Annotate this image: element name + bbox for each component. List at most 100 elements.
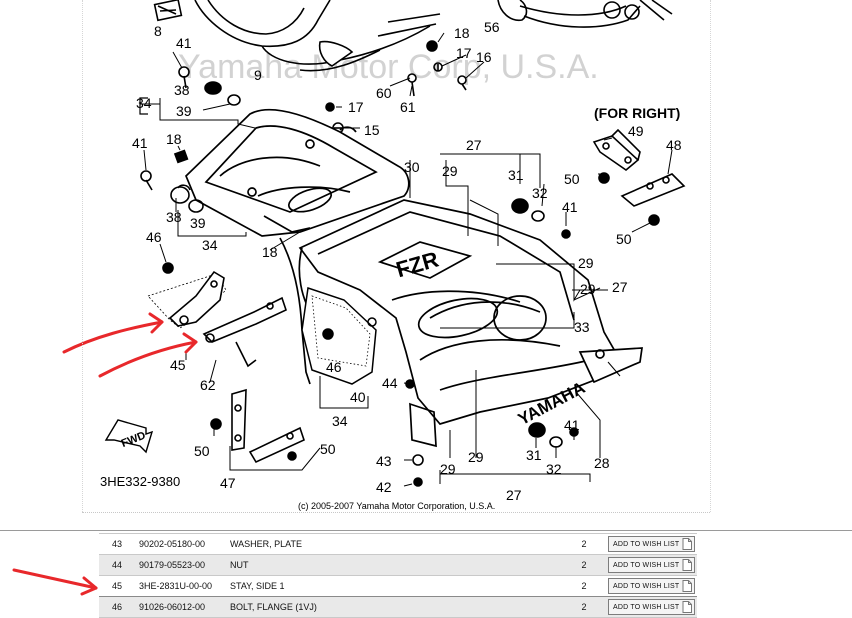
callout-46: 46 (326, 359, 342, 375)
callout-62: 62 (200, 377, 216, 393)
action-cell: ADD TO WISH LIST (602, 575, 697, 597)
callout-41: 41 (562, 199, 578, 215)
callout-17: 17 (348, 99, 364, 115)
callout-56: 56 (484, 19, 500, 35)
callout-39: 39 (176, 103, 192, 119)
ref-number: 44 (99, 554, 135, 576)
callout-numbers: 8 9 56 18 17 16 41 38 39 34 60 61 17 15 … (100, 19, 682, 511)
inner-panel-art (301, 287, 377, 385)
callout-16: 16 (476, 49, 492, 65)
callout-41: 41 (176, 35, 192, 51)
callout-17: 17 (456, 45, 472, 61)
callout-42: 42 (376, 479, 392, 495)
callout-50: 50 (616, 231, 632, 247)
document-icon (682, 580, 693, 592)
callout-27: 27 (466, 137, 482, 153)
diagram-frame-left (82, 0, 83, 512)
callout-45: 45 (170, 357, 186, 373)
wish-button-label: ADD TO WISH LIST (613, 603, 680, 611)
callout-50: 50 (564, 171, 580, 187)
callout-9: 9 (254, 67, 262, 83)
callout-29: 29 (442, 163, 458, 179)
quantity: 2 (566, 554, 602, 576)
drawing-number: 3HE332-9380 (100, 474, 180, 489)
callout-49: 49 (628, 123, 644, 139)
callout-44: 44 (382, 375, 398, 391)
callout-29: 29 (468, 449, 484, 465)
callout-41: 41 (564, 417, 580, 433)
callout-60: 60 (376, 85, 392, 101)
callout-18: 18 (262, 244, 278, 260)
callout-31: 31 (526, 447, 542, 463)
annotation-arrows (62, 312, 198, 378)
top-parts-art (139, 0, 673, 134)
callout-33: 33 (574, 319, 590, 335)
callout-48: 48 (666, 137, 682, 153)
callout-18: 18 (166, 131, 182, 147)
forward-arrow-icon: FWD (104, 419, 154, 454)
callout-41: 41 (132, 135, 148, 151)
callout-38: 38 (166, 209, 182, 225)
ref-number: 45 (99, 575, 135, 597)
watermark-text: Yamaha Motor Corp, U.S.A. (178, 48, 599, 86)
leader-lines (140, 32, 673, 487)
add-to-wish-list-button[interactable]: ADD TO WISH LIST (608, 599, 696, 615)
part-description: BOLT, FLANGE (1VJ) (230, 596, 566, 618)
parts-diagram: Yamaha Motor Corp, U.S.A. (62, 0, 686, 511)
callout-15: 15 (364, 122, 380, 138)
diagram-frame-bottom (82, 512, 710, 513)
callout-29: 29 (578, 255, 594, 271)
callout-47: 47 (220, 475, 236, 491)
ref-number: 43 (99, 533, 135, 555)
table-row: 46 91026-06012-00 BOLT, FLANGE (1VJ) 2 A… (99, 596, 697, 618)
callout-40: 40 (350, 389, 366, 405)
table-row: 44 90179-05523-00 NUT 2 ADD TO WISH LIST (99, 554, 697, 576)
callout-28: 28 (594, 455, 610, 471)
callout-29: 29 (440, 461, 456, 477)
section-divider (0, 530, 852, 531)
add-to-wish-list-button[interactable]: ADD TO WISH LIST (608, 536, 696, 552)
callout-43: 43 (376, 453, 392, 469)
part-description: STAY, SIDE 1 (230, 575, 566, 597)
callout-50: 50 (194, 443, 210, 459)
callout-31: 31 (508, 167, 524, 183)
part-number: 3HE-2831U-00-00 (135, 575, 230, 597)
part-number: 90202-05180-00 (135, 533, 230, 555)
callout-34: 34 (332, 413, 348, 429)
document-icon (682, 559, 693, 571)
callout-34: 34 (136, 95, 152, 111)
wish-button-label: ADD TO WISH LIST (613, 582, 680, 590)
for-right-label: (FOR RIGHT) (594, 105, 680, 121)
callout-61: 61 (400, 99, 416, 115)
callout-27: 27 (612, 279, 628, 295)
part-number: 90179-05523-00 (135, 554, 230, 576)
quantity: 2 (566, 596, 602, 618)
callout-30: 30 (404, 159, 420, 175)
action-cell: ADD TO WISH LIST (602, 554, 697, 576)
callout-27: 27 (506, 487, 522, 503)
callout-50: 50 (320, 441, 336, 457)
copyright-text: (c) 2005-2007 Yamaha Motor Corporation, … (298, 501, 495, 511)
callout-38: 38 (174, 82, 190, 98)
part-description: NUT (230, 554, 566, 576)
document-icon (682, 601, 693, 613)
wish-button-label: ADD TO WISH LIST (613, 540, 680, 548)
parts-table: 43 90202-05180-00 WASHER, PLATE 2 ADD TO… (99, 533, 697, 618)
callout-32: 32 (546, 461, 562, 477)
add-to-wish-list-button[interactable]: ADD TO WISH LIST (608, 578, 696, 594)
add-to-wish-list-button[interactable]: ADD TO WISH LIST (608, 557, 696, 573)
quantity: 2 (566, 533, 602, 555)
part-description: WASHER, PLATE (230, 533, 566, 555)
side-stays-art (140, 149, 305, 464)
callout-18: 18 (454, 25, 470, 41)
part-number: 91026-06012-00 (135, 596, 230, 618)
callout-46: 46 (146, 229, 162, 245)
quantity: 2 (566, 575, 602, 597)
callout-8: 8 (154, 23, 162, 39)
table-row-highlighted: 45 3HE-2831U-00-00 STAY, SIDE 1 2 ADD TO… (99, 575, 697, 597)
action-cell: ADD TO WISH LIST (602, 596, 697, 618)
callout-32: 32 (532, 185, 548, 201)
document-icon (682, 538, 693, 550)
row-annotation-arrow (12, 568, 98, 596)
upper-cowling-art (184, 108, 410, 237)
